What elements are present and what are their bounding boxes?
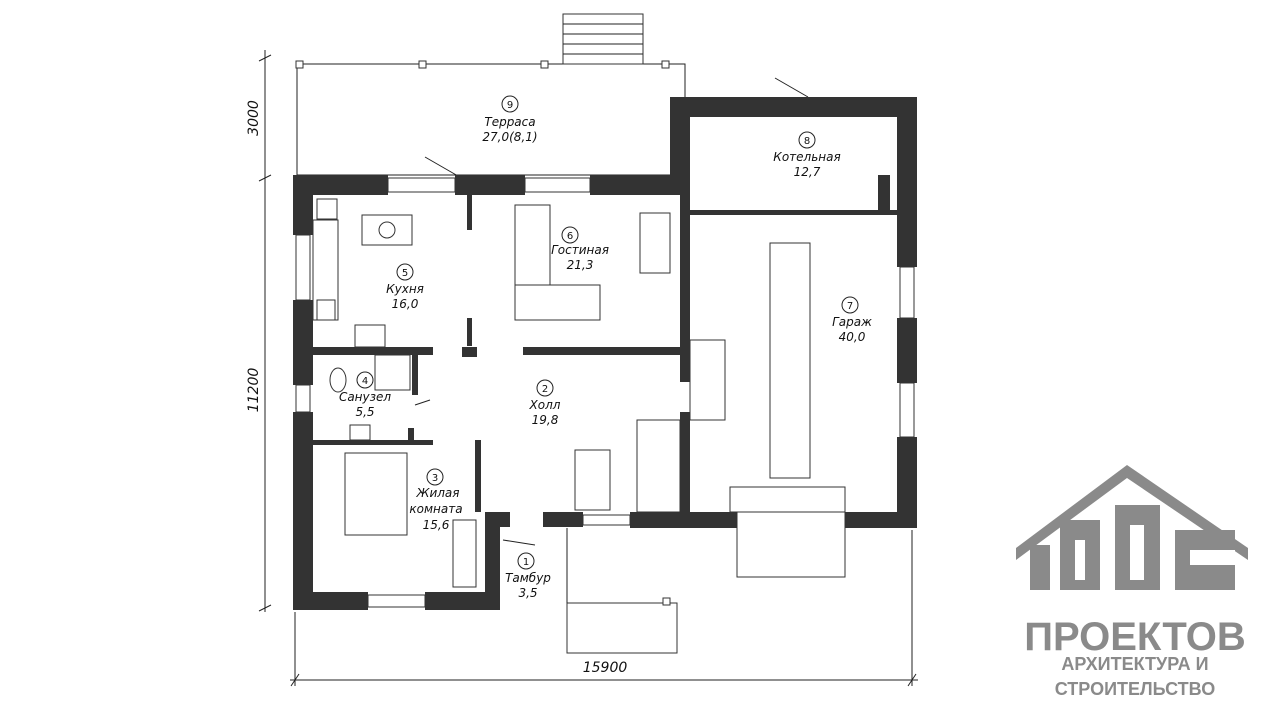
windows xyxy=(295,177,915,608)
svg-text:7: 7 xyxy=(847,301,853,312)
svg-text:16,0: 16,0 xyxy=(392,297,419,311)
svg-text:19,8: 19,8 xyxy=(532,413,559,427)
svg-text:Терраса: Терраса xyxy=(484,115,535,129)
walls xyxy=(293,97,917,610)
svg-text:4: 4 xyxy=(362,376,368,387)
svg-text:3,5: 3,5 xyxy=(518,586,537,600)
svg-text:Котельная: Котельная xyxy=(773,150,840,164)
svg-text:АРХИТЕКТУРА И: АРХИТЕКТУРА И xyxy=(1061,654,1208,674)
svg-text:Гараж: Гараж xyxy=(832,315,872,329)
svg-text:5: 5 xyxy=(402,268,408,279)
svg-text:3: 3 xyxy=(432,473,438,484)
svg-text:8: 8 xyxy=(804,136,810,147)
svg-text:Холл: Холл xyxy=(529,398,561,412)
dim-width: 15900 xyxy=(583,660,628,676)
svg-text:21,3: 21,3 xyxy=(567,258,594,272)
svg-text:6: 6 xyxy=(567,231,573,242)
furniture xyxy=(312,198,846,654)
svg-text:15,6: 15,6 xyxy=(423,518,450,532)
dim-house-depth: 11200 xyxy=(246,368,262,413)
svg-text:СТРОИТЕЛЬСТВО: СТРОИТЕЛЬСТВО xyxy=(1055,679,1215,699)
svg-text:Гостиная: Гостиная xyxy=(551,243,609,257)
svg-text:1: 1 xyxy=(523,557,529,568)
svg-text:12,7: 12,7 xyxy=(794,165,821,179)
dimension-lines xyxy=(258,50,918,687)
svg-text:комната: комната xyxy=(409,502,462,516)
svg-text:ПРОЕКТОВ: ПРОЕКТОВ xyxy=(1024,615,1246,659)
svg-text:Тамбур: Тамбур xyxy=(505,571,551,585)
dim-terrace-depth: 3000 xyxy=(246,100,262,136)
svg-text:Санузел: Санузел xyxy=(339,390,391,404)
svg-text:9: 9 xyxy=(507,100,513,111)
svg-text:Кухня: Кухня xyxy=(386,282,424,296)
svg-text:2: 2 xyxy=(542,384,548,395)
svg-text:Жилая: Жилая xyxy=(416,486,460,500)
company-logo: ПРОЕКТОВ АРХИТЕКТУРА И СТРОИТЕЛЬСТВО xyxy=(1016,465,1248,699)
svg-text:27,0(8,1): 27,0(8,1) xyxy=(482,130,537,144)
room-label-3: 3 Жилая комната 15,6 xyxy=(409,468,463,532)
svg-text:40,0: 40,0 xyxy=(839,330,866,344)
terrace xyxy=(295,13,809,177)
svg-text:5,5: 5,5 xyxy=(355,405,374,419)
terrace-steps xyxy=(562,13,644,65)
